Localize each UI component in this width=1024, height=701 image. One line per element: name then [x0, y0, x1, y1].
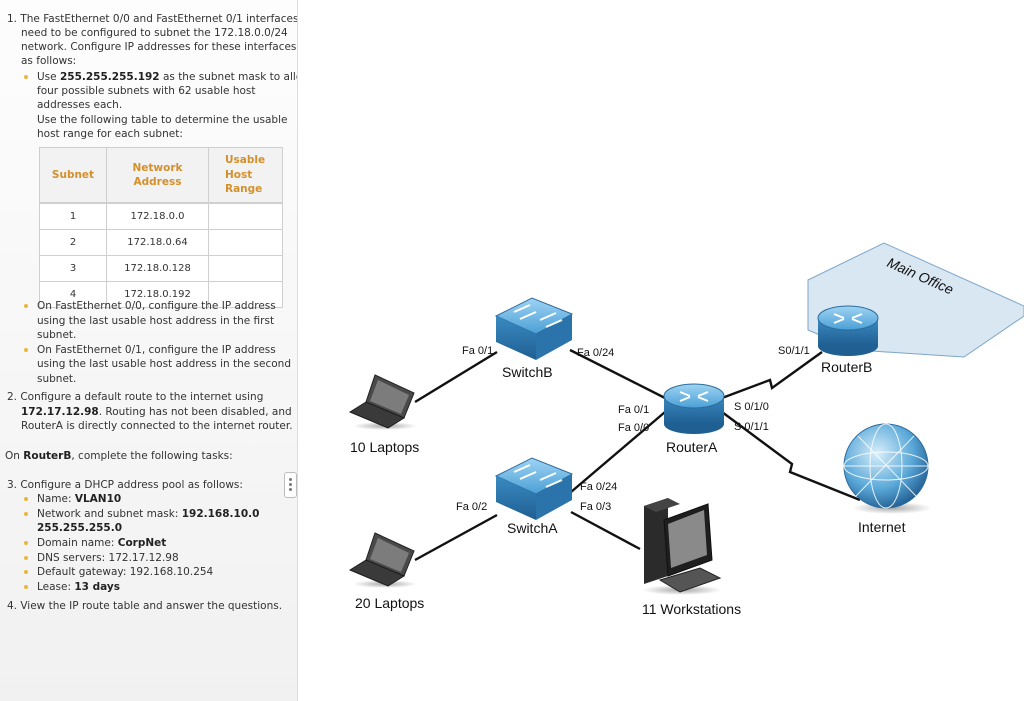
switchb-port-fa024: Fa 0/24 [577, 347, 614, 359]
link-laptops10-switchb [414, 350, 498, 404]
task1-line: as follows: [21, 55, 77, 67]
laptops-20-label: 20 Laptops [355, 595, 424, 611]
link-laptops20-switcha [414, 513, 498, 562]
usable-range-cell [208, 255, 283, 282]
bullet-icon [24, 497, 28, 501]
panel-splitter-handle[interactable] [284, 472, 297, 498]
switcha-icon [494, 457, 574, 520]
fa01-bullet-line: using the last usable host address in th… [37, 358, 292, 370]
switcha-port-fa03: Fa 0/3 [580, 501, 611, 513]
usable-range-cell [208, 281, 283, 308]
routera-port-s010: S 0/1/0 [734, 401, 769, 413]
routera-icon [663, 383, 725, 434]
link-switchb-routera [569, 348, 666, 400]
task2-line: 172.17.12.98. Routing has not been disab… [21, 406, 292, 418]
workstation-icon [642, 498, 722, 595]
dhcp-domain: Domain name: CorpNet [37, 537, 167, 549]
mask-bullet-line: Use 255.255.255.192 as the subnet mask t… [37, 71, 298, 83]
mask-bullet-line: Use the following table to determine the… [37, 114, 288, 126]
dhcp-mask: 255.255.255.0 [37, 522, 123, 534]
task4-line: 4. View the IP route table and answer th… [7, 600, 283, 612]
bullet-icon [24, 541, 28, 545]
bullet-icon [24, 570, 28, 574]
mask-bullet-line: host range for each subnet: [37, 128, 183, 140]
switcha-port-fa024: Fa 0/24 [580, 481, 617, 493]
fa00-bullet-line: On FastEthernet 0/0, configure the IP ad… [37, 300, 276, 312]
link-switcha-workstations [570, 510, 641, 551]
bullet-icon [24, 75, 28, 79]
routera-label: RouterA [666, 439, 718, 455]
task2-line: RouterA is directly connected to the int… [21, 420, 293, 432]
mask-bullet-line: four possible subnets with 62 usable hos… [37, 85, 256, 97]
switchb-port-fa01: Fa 0/1 [462, 345, 493, 357]
bullet-icon [24, 348, 28, 352]
laptops-10-label: 10 Laptops [350, 439, 419, 455]
routera-port-s011: S 0/1/1 [734, 421, 769, 433]
switchb-label: SwitchB [502, 364, 553, 380]
links [414, 348, 861, 562]
dhcp-name: Name: VLAN10 [37, 493, 122, 505]
dhcp-dns: DNS servers: 172.17.12.98 [37, 552, 179, 564]
fa01-bullet-line: subnet. [37, 373, 77, 385]
task1-line: network. Configure IP addresses for thes… [21, 41, 297, 53]
routera-port-fa01: Fa 0/1 [618, 404, 649, 416]
bullet-icon [24, 556, 28, 560]
laptop-10-icon [348, 374, 417, 430]
fa00-bullet-line: using the last usable host address in th… [37, 315, 275, 327]
internet-label: Internet [858, 519, 906, 535]
routerb-label: RouterB [821, 359, 872, 375]
workstations-label: 11 Workstations [642, 601, 741, 617]
routera-port-fa00: Fa 0/0 [618, 422, 649, 434]
routerb-intro: On RouterB, complete the following tasks… [5, 450, 233, 462]
serial-link-routerb [721, 351, 823, 400]
task1-line: need to be configured to subnet the 172.… [21, 27, 288, 39]
task1-line: 1. The FastEthernet 0/0 and FastEthernet… [7, 13, 298, 25]
bullet-icon [24, 512, 28, 516]
task3-line: 3. Configure a DHCP address pool as foll… [7, 479, 243, 491]
dhcp-lease: Lease: 13 days [37, 581, 121, 593]
usable-range-cell [208, 229, 283, 256]
link-switcha-routera [570, 411, 666, 493]
switcha-port-fa02: Fa 0/2 [456, 501, 487, 513]
serial-link-internet [721, 411, 861, 502]
laptop-20-icon [348, 532, 417, 588]
bullet-icon [24, 304, 28, 308]
instructions-panel: 1. The FastEthernet 0/0 and FastEthernet… [0, 0, 298, 701]
internet-globe-icon [843, 423, 932, 514]
routerb-port-s011: S0/1/1 [778, 345, 810, 357]
switchb-icon [494, 297, 574, 360]
bullet-icon [24, 585, 28, 589]
fa00-bullet-line: subnet. [37, 329, 77, 341]
routerb-icon [817, 305, 879, 356]
fa01-bullet-line: On FastEthernet 0/1, configure the IP ad… [37, 344, 276, 356]
dhcp-network: Network and subnet mask: 192.168.10.0 [37, 508, 260, 520]
switcha-label: SwitchA [507, 520, 558, 536]
dhcp-gateway: Default gateway: 192.168.10.254 [37, 566, 214, 578]
mask-bullet-line: addresses each. [37, 99, 123, 111]
task2-line: 2. Configure a default route to the inte… [7, 391, 264, 403]
